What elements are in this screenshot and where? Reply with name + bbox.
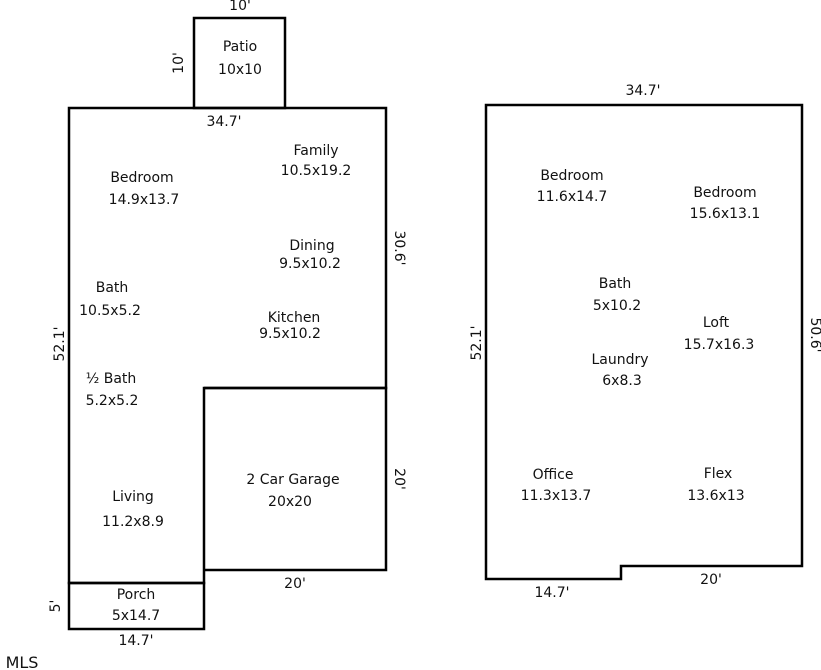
room-porch-name: Porch [117, 587, 156, 603]
room-garage-name: 2 Car Garage [246, 472, 339, 488]
room-bedroom-1-size: 11.6x14.7 [537, 189, 608, 205]
room-office-size: 11.3x13.7 [521, 488, 592, 504]
room-living-name: Living [112, 489, 154, 505]
room-garage-size: 20x20 [268, 494, 312, 510]
floor1-right-upper-dimension: 30.6' [391, 230, 407, 265]
second-floor-plan: Bedroom 11.6x14.7 Bedroom 15.6x13.1 Bath… [469, 83, 821, 601]
room-half-bath-size: 5.2x5.2 [86, 393, 139, 409]
floor2-right-height-dimension: 50.6' [807, 317, 821, 352]
room-kitchen-size: 9.5x10.2 [259, 326, 321, 342]
room-laundry-name: Laundry [591, 352, 648, 368]
garage-outline [204, 386, 388, 572]
room-dining-name: Dining [289, 238, 334, 254]
room-bath-2-size: 5x10.2 [593, 298, 641, 314]
patio-size: 10x10 [218, 62, 262, 78]
room-family-name: Family [293, 143, 338, 159]
room-loft-name: Loft [703, 315, 730, 331]
floor2-left-height-dimension: 52.1' [469, 325, 485, 360]
room-bedroom-size: 14.9x13.7 [109, 192, 180, 208]
second-floor-outline [484, 103, 804, 581]
room-kitchen-name: Kitchen [268, 310, 321, 326]
room-half-bath-name: ½ Bath [86, 371, 137, 387]
room-bedroom-name: Bedroom [110, 170, 173, 186]
floor2-top-width-dimension: 34.7' [625, 83, 660, 99]
room-loft-size: 15.7x16.3 [684, 337, 755, 353]
room-bath-2-name: Bath [599, 276, 632, 292]
porch-width-dimension: 14.7' [118, 633, 153, 649]
room-flex-size: 13.6x13 [687, 488, 744, 504]
room-bath-name: Bath [96, 280, 129, 296]
mls-watermark: MLS [6, 653, 39, 670]
room-family-size: 10.5x19.2 [281, 163, 352, 179]
room-living-size: 11.2x8.9 [102, 514, 164, 530]
porch-outline [67, 581, 206, 631]
patio-width-dimension: 10' [229, 0, 251, 14]
patio-depth-dimension: 10' [171, 52, 187, 74]
room-porch-size: 5x14.7 [112, 608, 160, 624]
floor2-bottom-right-dimension: 20' [700, 572, 722, 588]
room-bedroom-2-size: 15.6x13.1 [690, 206, 761, 222]
garage-width-dimension: 20' [284, 576, 306, 592]
floor2-bottom-left-dimension: 14.7' [534, 585, 569, 601]
patio-label: Patio [223, 39, 257, 55]
floor1-left-height-dimension: 52.1' [52, 326, 68, 361]
floor1-top-width-dimension: 34.7' [206, 114, 241, 130]
porch-depth-dimension: 5' [48, 600, 64, 613]
room-dining-size: 9.5x10.2 [279, 256, 341, 272]
room-bath-size: 10.5x5.2 [79, 303, 141, 319]
room-office-name: Office [533, 467, 574, 483]
room-bedroom-1-name: Bedroom [540, 168, 603, 184]
room-bedroom-2-name: Bedroom [693, 185, 756, 201]
first-floor-plan: Patio 10x10 10' 10' Bedroom 14.9x13.7 Fa… [48, 0, 407, 649]
garage-depth-dimension: 20' [391, 468, 407, 490]
room-laundry-size: 6x8.3 [602, 373, 641, 389]
room-flex-name: Flex [704, 466, 733, 482]
